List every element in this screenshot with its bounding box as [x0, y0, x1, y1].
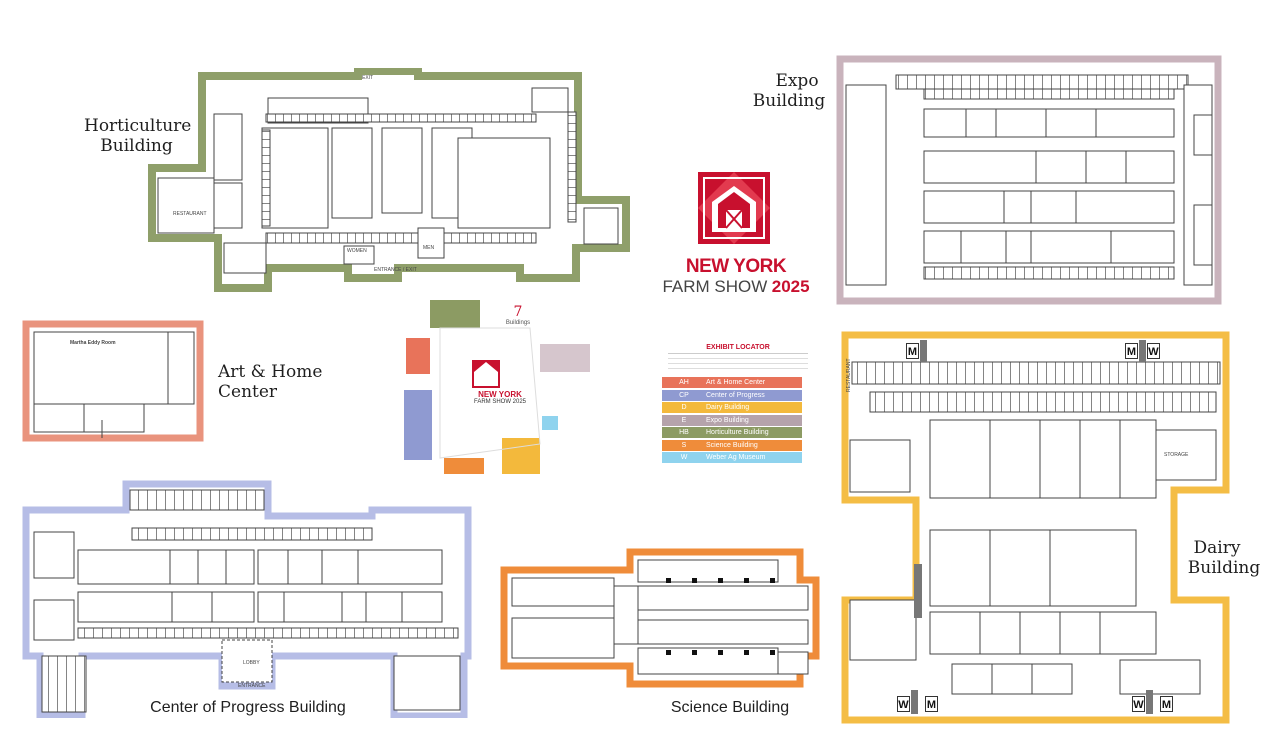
expo-building-label: Expo Building [752, 71, 826, 111]
mens-restroom-marker: M [906, 343, 919, 359]
art-home-label: Art & Home Center [218, 362, 323, 402]
legend-code: AH [679, 379, 689, 386]
horticulture-men-label: MEN [423, 245, 435, 251]
legend-row: D Dairy Building [662, 402, 802, 413]
legend-row: W Weber Ag Museum [662, 452, 802, 463]
legend-row: E Expo Building [662, 414, 802, 426]
horticulture-women-label: WOMEN [347, 248, 367, 254]
restroom-divider [1139, 340, 1146, 362]
legend-building-name: Horticulture Building [706, 429, 769, 436]
restroom-divider [1146, 690, 1153, 714]
womens-restroom-marker: W [1147, 343, 1160, 359]
mens-restroom-marker: M [1160, 696, 1173, 712]
overview-count: 7 Buildings [505, 304, 531, 326]
horticulture-entrance-label: ENTRANCE / EXIT [374, 267, 417, 273]
science-building-map[interactable] [500, 548, 820, 688]
legend-building-name: Expo Building [706, 416, 749, 424]
center-of-progress-label: Center of Progress Building [150, 699, 346, 716]
farm-show-logo: NEW YORK FARM SHOW 2025 [662, 170, 810, 300]
dairy-building-label: Dairy Building [1187, 538, 1261, 578]
logo-line2: FARM SHOW 2025 [662, 277, 810, 296]
legend-code: D [681, 404, 687, 411]
art-home-building-map[interactable] [22, 320, 204, 442]
center-of-progress-map[interactable] [22, 480, 478, 718]
mens-restroom-marker: M [1125, 343, 1138, 359]
womens-restroom-marker: W [897, 696, 910, 712]
mens-restroom-marker: M [925, 696, 938, 712]
horticulture-building-map[interactable] [148, 68, 630, 292]
legend-code: W [680, 454, 688, 461]
art-home-room-label: Martha Eddy Room [70, 340, 116, 346]
legend-row: HB Horticulture Building [662, 427, 802, 438]
horticulture-restaurant-label: RESTAURANT [173, 211, 207, 217]
legend-title: EXHIBIT LOCATOR [706, 344, 770, 351]
expo-building-map[interactable] [836, 55, 1226, 309]
fairground-overview-map[interactable] [400, 298, 596, 494]
dairy-building-map[interactable] [840, 330, 1232, 724]
legend-building-name: Science Building [706, 441, 758, 449]
legend-code: S [681, 441, 687, 449]
horticulture-building-label: Horticulture Building [84, 116, 192, 156]
dairy-storage-label: STORAGE [1164, 452, 1189, 458]
legend-code: CP [679, 391, 689, 399]
center-of-progress-lobby: LOBBY [243, 660, 260, 666]
science-building-label: Science Building [670, 699, 790, 716]
legend-code: HB [679, 429, 689, 436]
legend-building-name: Art & Home Center [706, 379, 766, 386]
legend-code: E [681, 416, 687, 424]
restroom-divider [920, 340, 927, 362]
horticulture-exit-label: EXIT [362, 75, 374, 81]
legend-building-name: Center of Progress [706, 391, 765, 399]
legend-row: S Science Building [662, 439, 802, 451]
legend-building-name: Weber Ag Museum [706, 454, 766, 461]
center-of-progress-entrance: ENTRANCE [238, 683, 266, 689]
barn-logo-icon [698, 172, 770, 244]
overview-logo-text: NEW YORK FARM SHOW 2025 [473, 390, 526, 405]
logo-line1: NEW YORK [685, 256, 787, 277]
legend-row: CP Center of Progress [662, 389, 802, 401]
legend-row: AH Art & Home Center [662, 377, 802, 388]
dairy-restaurant-label: RESTAURANT [846, 358, 852, 392]
womens-restroom-marker: W [1132, 696, 1145, 712]
restroom-divider [911, 690, 918, 714]
legend-building-name: Dairy Building [706, 404, 750, 411]
